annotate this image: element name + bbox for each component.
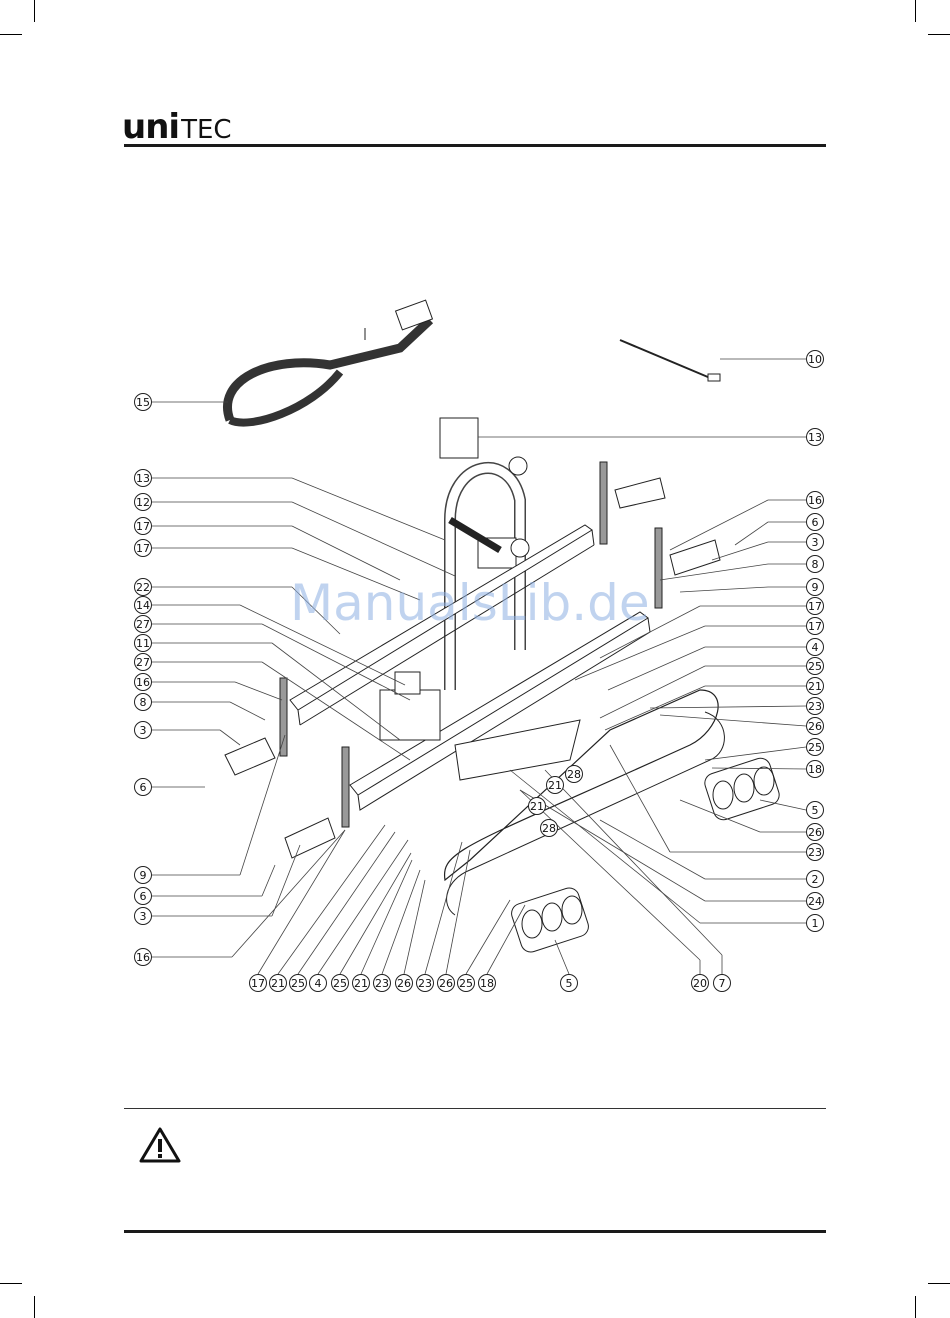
warning-rule (124, 1108, 826, 1109)
callout-label: 26 (397, 977, 411, 990)
callout-label: 21 (530, 800, 544, 813)
callout-label: 16 (136, 951, 150, 964)
callout-label: 18 (480, 977, 494, 990)
callout-label: 25 (808, 741, 822, 754)
callout-label: 5 (566, 977, 573, 990)
callout-label: 28 (542, 822, 556, 835)
callout-label: 27 (136, 656, 150, 669)
callout-label: 21 (354, 977, 368, 990)
callout-label: 1 (812, 917, 819, 930)
callout-label: 3 (140, 724, 147, 737)
carrier-base-part (445, 690, 725, 915)
callout-label: 28 (567, 768, 581, 781)
callout-label: 7 (719, 977, 726, 990)
callout-label: 27 (136, 618, 150, 631)
callout-label: 16 (808, 494, 822, 507)
callout-label: 8 (812, 558, 819, 571)
callouts-group: 1013166389171742521232625185262322411513… (135, 351, 824, 992)
locking-head-part (380, 672, 440, 740)
callout-label: 3 (812, 536, 819, 549)
callout-label: 13 (136, 472, 150, 485)
callout-label: 25 (459, 977, 473, 990)
callout-label: 14 (136, 599, 150, 612)
callout-label: 24 (808, 895, 822, 908)
callout-label: 23 (375, 977, 389, 990)
callout-label: 17 (808, 620, 822, 633)
callout-label: 6 (140, 890, 147, 903)
footer-rule (124, 1230, 826, 1233)
callout-label: 21 (548, 779, 562, 792)
callout-label: 9 (140, 869, 147, 882)
callout-label: 25 (333, 977, 347, 990)
callout-label: 15 (136, 396, 150, 409)
callout-label: 18 (808, 763, 822, 776)
leader-lines (152, 359, 806, 974)
callout-label: 2 (812, 873, 819, 886)
callout-label: 3 (140, 910, 147, 923)
callout-label: 13 (808, 431, 822, 444)
strap-part (228, 300, 433, 422)
callout-label: 5 (812, 804, 819, 817)
callout-label: 26 (439, 977, 453, 990)
callout-label: 25 (808, 660, 822, 673)
callout-label: 16 (136, 676, 150, 689)
callout-label: 26 (808, 826, 822, 839)
callout-label: 23 (418, 977, 432, 990)
callout-label: 11 (136, 637, 150, 650)
frame-arch-part (440, 418, 529, 690)
callout-label: 9 (812, 581, 819, 594)
callout-label: 6 (140, 781, 147, 794)
callout-label: 23 (808, 846, 822, 859)
cable-tie-part (620, 340, 720, 381)
callout-label: 20 (693, 977, 707, 990)
callout-label: 26 (808, 720, 822, 733)
callout-label: 17 (136, 520, 150, 533)
callout-label: 8 (140, 696, 147, 709)
callout-label: 12 (136, 496, 150, 509)
callout-label: 4 (812, 641, 819, 654)
callout-label: 17 (136, 542, 150, 555)
callout-label: 21 (808, 680, 822, 693)
callout-label: 21 (271, 977, 285, 990)
warning-triangle-icon (138, 1126, 182, 1168)
callout-label: 23 (808, 700, 822, 713)
callout-label: 10 (808, 353, 822, 366)
callout-label: 17 (251, 977, 265, 990)
callout-label: 17 (808, 600, 822, 613)
watermark: ManualsLib.de (290, 574, 650, 632)
callout-label: 22 (136, 581, 150, 594)
callout-label: 25 (291, 977, 305, 990)
callout-label: 6 (812, 516, 819, 529)
callout-label: 4 (315, 977, 322, 990)
